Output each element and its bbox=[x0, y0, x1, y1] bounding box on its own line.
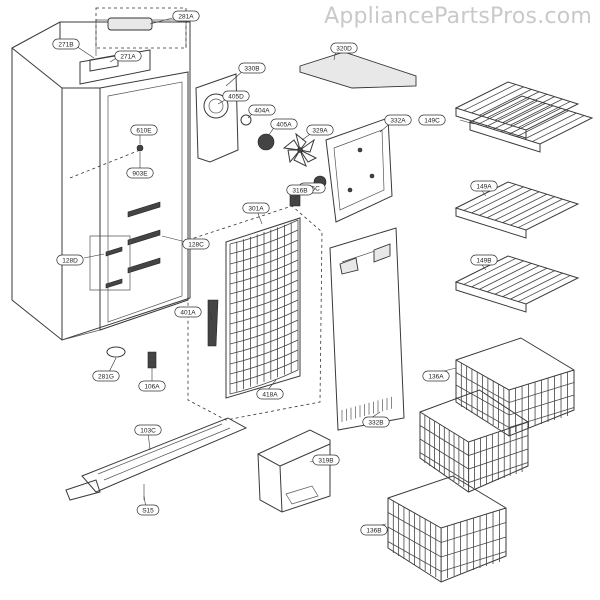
svg-text:332B: 332B bbox=[368, 419, 383, 426]
part-label-903e[interactable]: 903E bbox=[126, 167, 154, 179]
part-label-128c[interactable]: 128C bbox=[182, 238, 210, 250]
svg-text:418A: 418A bbox=[262, 391, 278, 398]
part-label-610e[interactable]: 610E bbox=[130, 124, 158, 136]
part-label-149b[interactable]: 149B bbox=[470, 254, 498, 266]
part-label-128d[interactable]: 128D bbox=[56, 254, 84, 266]
part-label-332b[interactable]: 332B bbox=[362, 416, 390, 428]
svg-text:405D: 405D bbox=[228, 93, 244, 100]
top-cover bbox=[299, 51, 417, 89]
part-label-136a[interactable]: 136A bbox=[422, 370, 450, 382]
svg-text:136B: 136B bbox=[366, 527, 381, 534]
part-label-405d[interactable]: 405D bbox=[222, 90, 250, 102]
svg-text:316B: 316B bbox=[292, 187, 307, 194]
leader-line bbox=[459, 119, 475, 125]
part-label-301a[interactable]: 301A bbox=[242, 202, 270, 214]
part-label-271b[interactable]: 271B bbox=[52, 38, 80, 50]
svg-text:271A: 271A bbox=[120, 53, 136, 60]
part-label-405a[interactable]: 405A bbox=[270, 118, 298, 130]
leader-line bbox=[209, 311, 213, 321]
svg-text:S15: S15 bbox=[142, 507, 154, 514]
svg-text:320D: 320D bbox=[336, 45, 352, 52]
drain-tray bbox=[65, 417, 248, 501]
svg-text:330B: 330B bbox=[244, 65, 259, 72]
part-label-329a[interactable]: 329A bbox=[306, 124, 334, 136]
part-label-332a[interactable]: 332A bbox=[384, 114, 412, 126]
svg-text:903E: 903E bbox=[132, 170, 148, 177]
svg-text:281G: 281G bbox=[98, 373, 114, 380]
svg-text:128D: 128D bbox=[62, 257, 78, 264]
svg-text:405A: 405A bbox=[276, 121, 292, 128]
part-label-271a[interactable]: 271A bbox=[114, 50, 142, 62]
part-label-149c[interactable]: 149C bbox=[418, 114, 446, 126]
baskets bbox=[387, 337, 575, 583]
part-label-330b[interactable]: 330B bbox=[238, 62, 266, 74]
svg-text:319B: 319B bbox=[318, 457, 333, 464]
part-label-281a[interactable]: 281A bbox=[172, 10, 200, 22]
part-label-320d[interactable]: 320D bbox=[330, 42, 358, 54]
svg-text:401A: 401A bbox=[180, 309, 196, 316]
watermark: AppliancePartsPros.com bbox=[324, 4, 592, 29]
leader-line bbox=[75, 45, 95, 59]
leader-line bbox=[83, 253, 105, 259]
svg-text:149A: 149A bbox=[476, 183, 492, 190]
svg-text:271B: 271B bbox=[58, 41, 73, 48]
svg-text:136A: 136A bbox=[428, 373, 444, 380]
svg-text:404A: 404A bbox=[254, 107, 270, 114]
part-label-319b[interactable]: 319B bbox=[312, 454, 340, 466]
evaporator bbox=[187, 193, 323, 421]
rear-panel bbox=[325, 117, 393, 223]
svg-text:128C: 128C bbox=[188, 241, 204, 248]
svg-text:281A: 281A bbox=[178, 13, 194, 20]
part-label-106a[interactable]: 106A bbox=[138, 380, 166, 392]
duct bbox=[257, 429, 331, 513]
part-label-401a[interactable]: 401A bbox=[174, 306, 202, 318]
fan-assembly bbox=[195, 73, 327, 189]
leader-line bbox=[225, 69, 245, 87]
part-label-136b[interactable]: 136B bbox=[360, 524, 388, 536]
part-label-281g[interactable]: 281G bbox=[92, 370, 120, 382]
part-label-316b[interactable]: 316B bbox=[286, 184, 314, 196]
cabinet bbox=[11, 7, 191, 369]
svg-text:103C: 103C bbox=[140, 427, 156, 434]
svg-text:301A: 301A bbox=[248, 205, 264, 212]
svg-text:149B: 149B bbox=[476, 257, 491, 264]
part-label-418a[interactable]: 418A bbox=[256, 388, 284, 400]
svg-text:106A: 106A bbox=[144, 383, 160, 390]
svg-text:329A: 329A bbox=[312, 127, 328, 134]
evaporator-cover bbox=[329, 227, 405, 431]
part-label-149a[interactable]: 149A bbox=[470, 180, 498, 192]
shelves bbox=[454, 81, 594, 313]
part-label-s15[interactable]: S15 bbox=[136, 504, 160, 516]
svg-text:149C: 149C bbox=[424, 117, 440, 124]
svg-text:332A: 332A bbox=[390, 117, 406, 124]
svg-text:610E: 610E bbox=[136, 127, 152, 134]
part-label-404a[interactable]: 404A bbox=[248, 104, 276, 116]
part-label-103c[interactable]: 103C bbox=[134, 424, 162, 436]
part-labels: 281A 271B 271A 330B 320D 405D 404A 405A 329A 332A… bbox=[52, 10, 498, 536]
